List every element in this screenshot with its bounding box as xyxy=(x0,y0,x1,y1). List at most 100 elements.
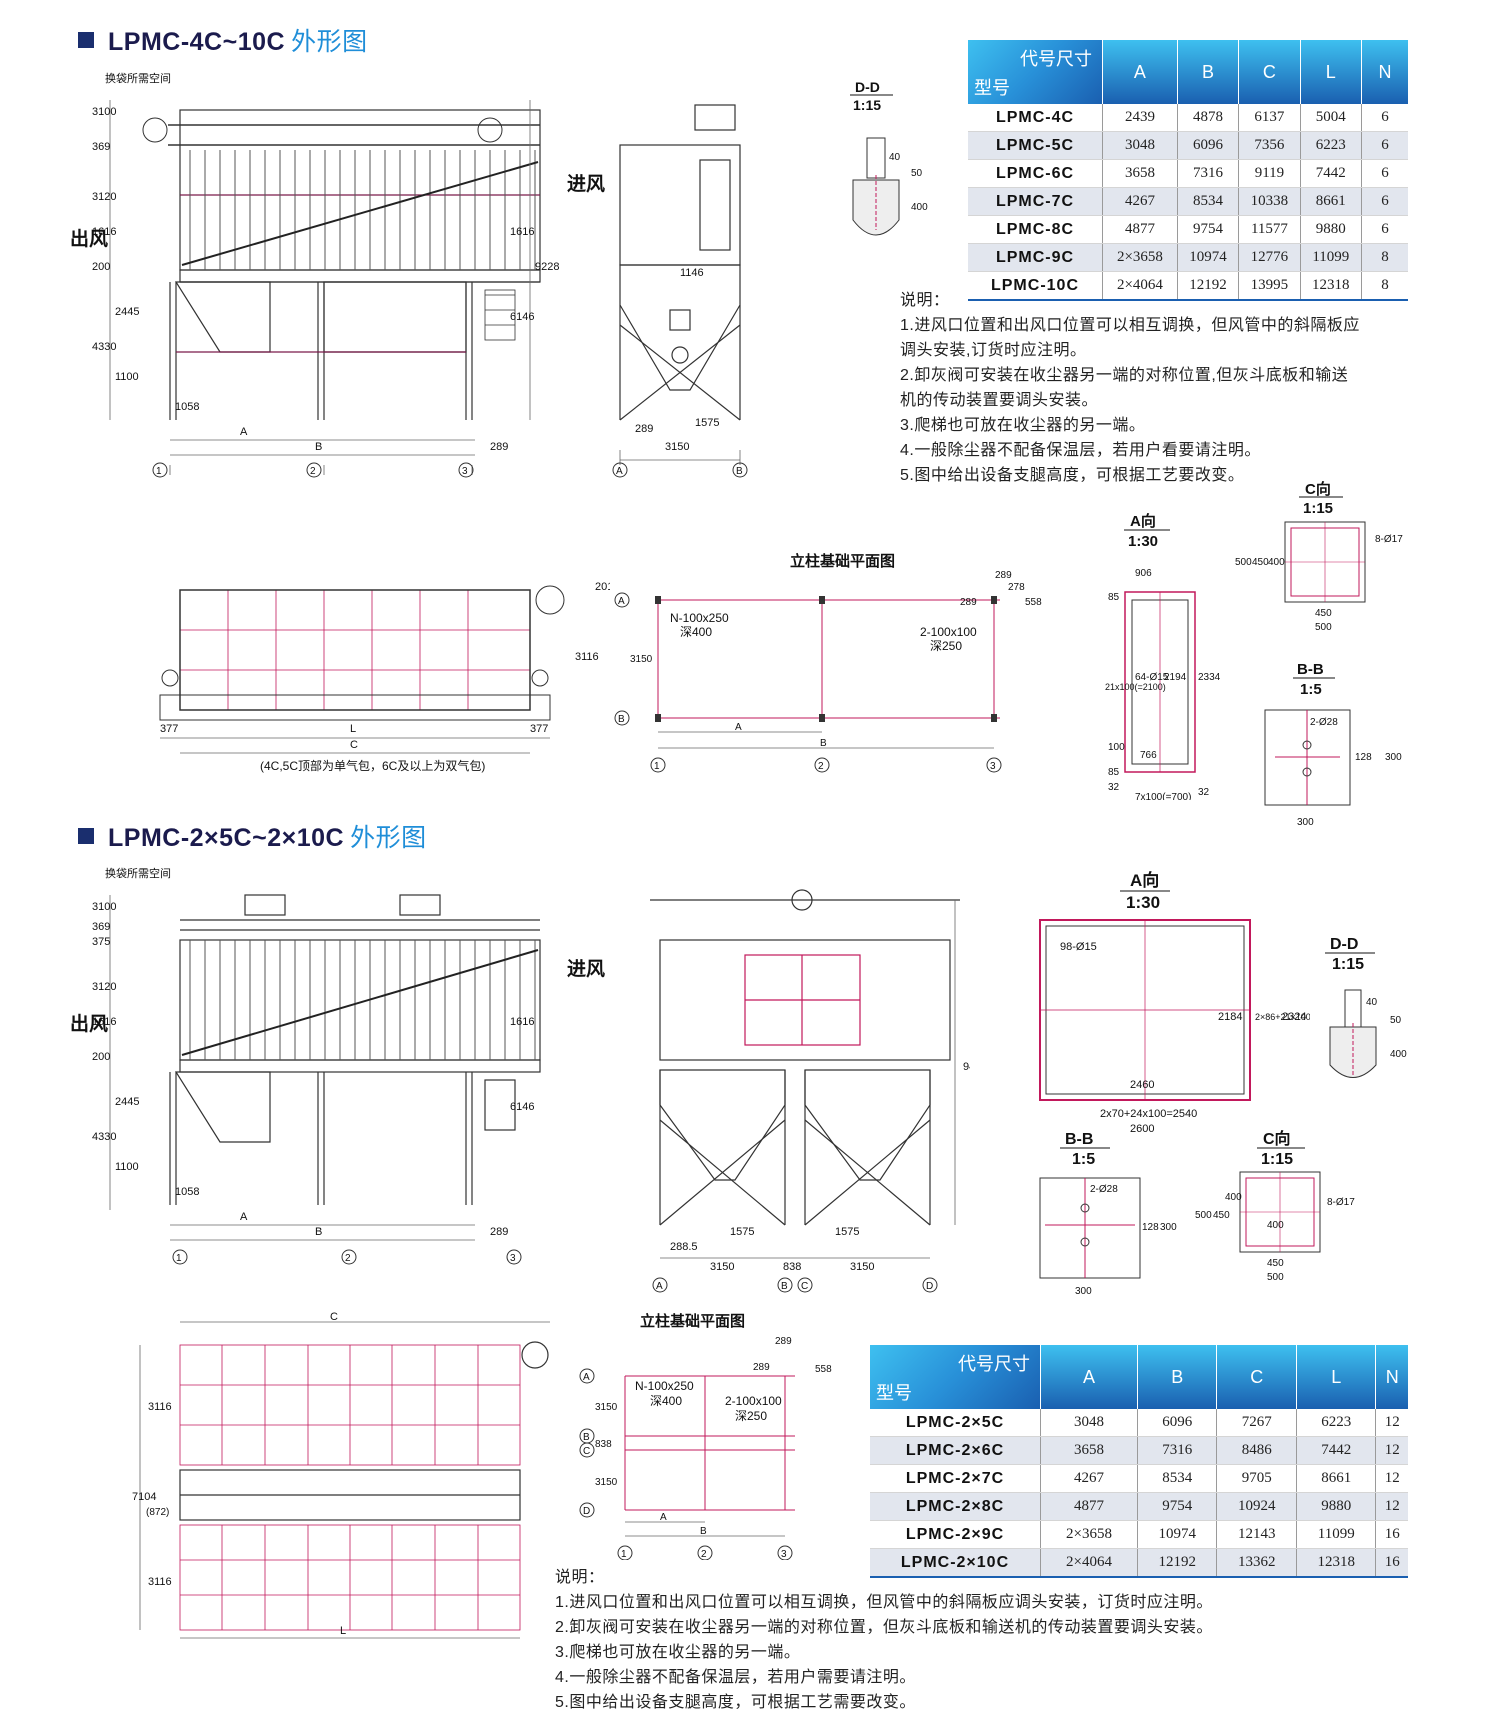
s1-inlet-label: 进风 xyxy=(567,173,605,195)
title-bullet-icon xyxy=(78,828,94,844)
svg-text:3: 3 xyxy=(510,1253,516,1264)
dim-label: 3150 xyxy=(665,441,689,453)
cell: 12 xyxy=(1375,1492,1408,1521)
s1-col-l: L xyxy=(1299,40,1362,104)
dim-label: 1146 xyxy=(680,267,704,279)
plan-note: (4C,5C顶部为单气包，6C及以上为双气包) xyxy=(260,758,485,773)
dim-label: 98-Ø15 xyxy=(1060,941,1097,953)
note-line: 4.一般除尘器不配备保温层，若用户看要请注明。 xyxy=(900,442,1261,459)
dim-label: 1575 xyxy=(730,1226,754,1238)
pit-label: 深400 xyxy=(680,625,712,639)
note-line: 3.爬梯也可放在收尘器的另一端。 xyxy=(900,417,1146,434)
dim-label: 278 xyxy=(1008,582,1025,593)
view-scale: 1:5 xyxy=(1072,1151,1095,1168)
cell: 6096 xyxy=(1176,131,1239,160)
dim-label: 450 xyxy=(1213,1210,1230,1221)
pit-label: 深250 xyxy=(930,639,962,653)
foundation-title: 立柱基础平面图 xyxy=(790,552,895,570)
note-line: 5.图中给出设备支腿高度，可根据工艺需要改变。 xyxy=(555,1694,916,1711)
s1-table-corner: 代号尺寸型号 xyxy=(968,40,1103,104)
dim-label: 3100 xyxy=(92,901,116,913)
svg-text:2: 2 xyxy=(701,1549,707,1560)
cell: 13995 xyxy=(1238,271,1301,301)
cell: 6137 xyxy=(1238,104,1301,132)
dim-label: A xyxy=(735,722,742,733)
dim-label: B xyxy=(700,1526,707,1537)
dim-label: 289 xyxy=(775,1336,792,1347)
dim-label: 40 xyxy=(1366,997,1378,1008)
dim-label: 1058 xyxy=(175,401,199,413)
dim-label: 3120 xyxy=(92,191,116,203)
cell: 4267 xyxy=(1102,187,1178,216)
cell: LPMC-8C xyxy=(968,215,1103,244)
cell: 8661 xyxy=(1295,1464,1376,1493)
cell: LPMC-10C xyxy=(968,271,1103,301)
note-line: 机的传动装置要调头安装。 xyxy=(900,392,1099,409)
cell: 7442 xyxy=(1295,1436,1376,1465)
cell: 12143 xyxy=(1216,1520,1297,1549)
svg-text:3: 3 xyxy=(462,466,468,477)
dim-label: 500 xyxy=(1195,1210,1212,1221)
svg-text:2: 2 xyxy=(310,466,316,477)
dim-label: 377 xyxy=(530,723,548,735)
cell: 12192 xyxy=(1176,271,1239,301)
s2-col-n: N xyxy=(1375,1345,1408,1409)
s2-front-elevation: 换袋所需空间 进风 出风 3100 369 375 3120 1616 200 … xyxy=(70,866,605,1265)
dim-label: L xyxy=(350,723,356,735)
cell: 6 xyxy=(1361,159,1408,188)
svg-text:A: A xyxy=(616,466,623,477)
cell: 2×4064 xyxy=(1040,1548,1138,1578)
svg-text:3: 3 xyxy=(990,761,996,772)
dim-label: 128 xyxy=(1355,752,1372,763)
dim-label: 3120 xyxy=(92,981,116,993)
svg-text:D: D xyxy=(583,1506,590,1517)
svg-text:D: D xyxy=(926,1281,933,1292)
dim-label: 4330 xyxy=(92,1131,116,1143)
cell: LPMC-7C xyxy=(968,187,1103,216)
cell: 6223 xyxy=(1295,1409,1376,1437)
svg-text:C: C xyxy=(583,1446,590,1457)
s1-col-a: A xyxy=(1102,40,1178,104)
dim-label: 906 xyxy=(1135,568,1152,579)
cell: 2×3658 xyxy=(1040,1520,1138,1549)
cell: 12 xyxy=(1375,1464,1408,1493)
dim-label: 3150 xyxy=(850,1261,874,1273)
view-label: D-D xyxy=(1330,936,1358,953)
dim-label: 50 xyxy=(1390,1015,1402,1026)
s1-plan-view: 201 3116 377 377 L C (4C,5C顶部为单气包，6C及以上为… xyxy=(159,581,610,773)
cell: 6 xyxy=(1361,104,1408,132)
dim-label: B xyxy=(315,441,322,453)
cell: 3658 xyxy=(1102,159,1178,188)
s1-col-c: C xyxy=(1238,40,1301,104)
dim-label: 85 xyxy=(1108,767,1120,778)
dim-label: 6146 xyxy=(510,311,534,323)
dim-label: (872) xyxy=(146,1507,169,1518)
s2-bag-space-label: 换袋所需空间 xyxy=(105,866,171,880)
dim-label: 2184 xyxy=(1218,1011,1242,1023)
cell: 4877 xyxy=(1040,1492,1138,1521)
view-label: C向 xyxy=(1305,480,1331,498)
s1-bag-space-label: 换袋所需空间 xyxy=(105,71,171,85)
cell: 3048 xyxy=(1040,1409,1138,1437)
dim-label: C xyxy=(350,739,358,751)
cell: 12776 xyxy=(1238,243,1301,272)
s1-front-elevation: 换袋所需空间 进风 出风 3100 369 3120 1616 200 2445… xyxy=(70,71,605,478)
s2-plan-view: C 3116 7104 (872) 3116 L xyxy=(132,1311,550,1639)
svg-text:C: C xyxy=(801,1281,808,1292)
dim-label: 1616 xyxy=(510,226,534,238)
cell: LPMC-2×5C xyxy=(870,1409,1041,1437)
dim-label: 21x100(=2100) xyxy=(1105,682,1166,692)
dim-label: 2600 xyxy=(1130,1123,1154,1135)
view-scale: 1:15 xyxy=(853,97,881,113)
view-label: A向 xyxy=(1130,870,1159,890)
